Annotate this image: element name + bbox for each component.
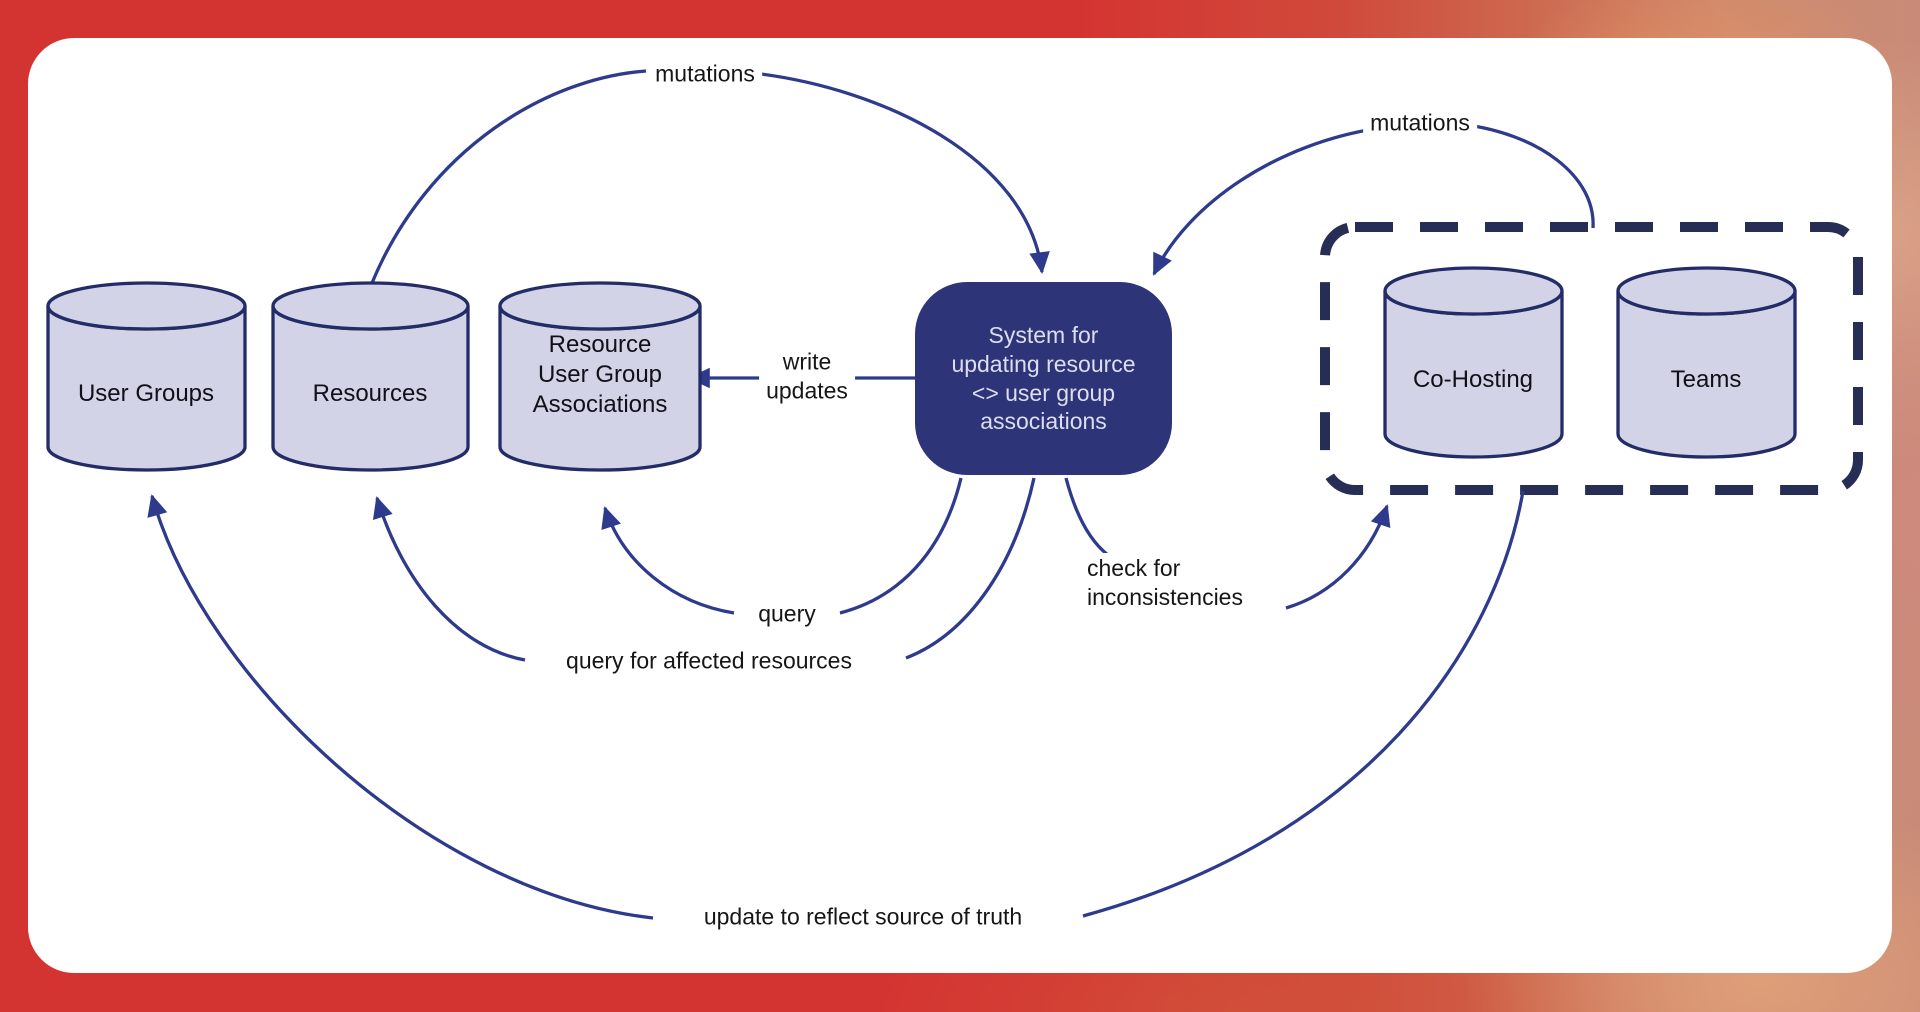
edge-query-affected-a bbox=[905, 477, 1036, 660]
check-inconsistencies-label: check for inconsistencies bbox=[1080, 553, 1250, 614]
resources-label: Resources bbox=[312, 380, 428, 407]
edge-check-b bbox=[1285, 504, 1391, 610]
source-of-truth-group-box bbox=[1320, 222, 1863, 495]
mutations-right-label: mutations bbox=[1363, 107, 1477, 139]
resource-user-group-associations-label: Resource User Group Associations bbox=[532, 331, 668, 418]
edge-update-truth-a bbox=[1082, 490, 1525, 918]
edge-check-a bbox=[1064, 477, 1110, 557]
edge-mutations-right-b bbox=[1152, 126, 1381, 276]
query-affected-label: query for affected resources bbox=[559, 645, 859, 677]
user-groups-cylinder bbox=[46, 281, 247, 472]
diagram-shapes bbox=[46, 69, 1863, 920]
edge-update-truth-b bbox=[147, 494, 654, 920]
edge-query-affected-b bbox=[372, 496, 526, 662]
co-hosting-cylinder bbox=[1383, 266, 1564, 459]
user-groups-label: User Groups bbox=[77, 380, 215, 407]
resource-user-group-associations-cylinder bbox=[498, 281, 702, 472]
edge-mutations-left-a bbox=[370, 69, 647, 284]
edge-mutations-left-b bbox=[752, 71, 1050, 274]
system-node: System for updating resource <> user gro… bbox=[915, 282, 1172, 475]
teams-cylinder bbox=[1616, 266, 1797, 459]
resources-cylinder bbox=[271, 281, 470, 472]
edge-query-b bbox=[601, 506, 735, 615]
write-updates-label: write updates bbox=[759, 346, 855, 408]
diagram-canvas: System for updating resource <> user gro… bbox=[28, 38, 1892, 973]
teams-label: Teams bbox=[1670, 366, 1742, 393]
edge-query-a bbox=[839, 477, 963, 615]
database-cylinders bbox=[46, 266, 1797, 472]
query-label: query bbox=[751, 598, 823, 630]
co-hosting-label: Co-Hosting bbox=[1412, 366, 1534, 393]
update-truth-label: update to reflect source of truth bbox=[696, 901, 1030, 933]
edges bbox=[147, 69, 1595, 920]
mutations-left-label: mutations bbox=[648, 58, 762, 90]
edge-mutations-right-a bbox=[1459, 122, 1595, 229]
